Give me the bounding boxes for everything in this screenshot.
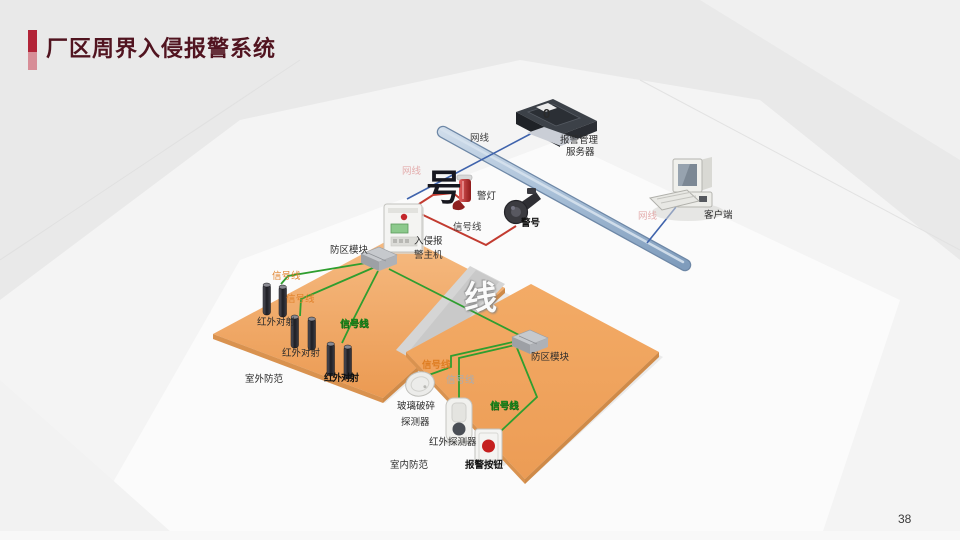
host-label-line1: 入侵报 bbox=[414, 236, 443, 247]
signal-line-label-left-3: 信号线 bbox=[340, 319, 369, 330]
server-label-line2: 服务器 bbox=[566, 147, 595, 158]
server-label-line1: 报警管理 bbox=[560, 135, 599, 146]
zone-module-right-device bbox=[511, 329, 549, 354]
beam-pair-2-label: 红外对射 bbox=[282, 348, 321, 359]
beam-pair-3 bbox=[326, 341, 352, 380]
signal-line-label-horn: 信号线 bbox=[453, 222, 482, 233]
alarm-server-device: 0 bbox=[516, 99, 597, 147]
host-label-line2: 警主机 bbox=[414, 250, 443, 261]
alarm-host-device bbox=[383, 203, 424, 254]
client-pc-device bbox=[648, 157, 724, 221]
panic-button-device bbox=[472, 428, 506, 468]
zone-module-left-label: 防区模块 bbox=[330, 245, 369, 256]
alarm-light-device bbox=[452, 174, 473, 211]
net-cable-label-host: 网线 bbox=[402, 166, 422, 177]
beam-pair-1 bbox=[262, 282, 287, 318]
outdoor-zone-label: 室外防范 bbox=[245, 374, 284, 385]
net-cable-label-client: 网线 bbox=[638, 211, 658, 222]
indoor-zone-label: 室内防范 bbox=[390, 460, 429, 471]
signal-line-label-right-1: 信号线 bbox=[422, 360, 451, 371]
glass-break-label-line1: 玻璃破碎 bbox=[397, 401, 436, 412]
panic-button-label: 报警按钮 bbox=[465, 460, 504, 471]
alarm-horn-label: 警号 bbox=[521, 218, 541, 229]
alarm-wires bbox=[418, 191, 517, 247]
signal-line-label-right-3: 信号线 bbox=[490, 401, 519, 412]
beam-pair-2 bbox=[290, 314, 316, 351]
net-cable-label-server: 网线 bbox=[470, 133, 490, 144]
signal-line-label-left-2: 信号线 bbox=[286, 294, 315, 305]
pir-detector-label: 红外探测器 bbox=[429, 437, 477, 448]
beam-posts bbox=[262, 282, 352, 380]
signal-line-label-right-2: 信号线 bbox=[446, 375, 475, 386]
big-char-xian: 线 bbox=[464, 279, 497, 316]
server-screen-glyph: 0 bbox=[543, 106, 550, 121]
alarm-horn-device bbox=[503, 188, 541, 225]
glass-break-label-line2: 探测器 bbox=[401, 417, 430, 428]
title-accent-bar bbox=[28, 30, 37, 70]
beam-pair-3-label: 红外对射 bbox=[324, 373, 359, 384]
alarm-light-label: 警灯 bbox=[477, 191, 497, 202]
zone-module-right-label: 防区模块 bbox=[531, 352, 570, 363]
glass-break-device bbox=[405, 371, 435, 397]
signal-wires bbox=[280, 247, 539, 432]
big-char-hao: 号 bbox=[426, 167, 463, 208]
signal-line-label-left-1: 信号线 bbox=[272, 271, 301, 282]
network-backbone bbox=[436, 125, 692, 272]
page-title: 厂区周界入侵报警系统 bbox=[46, 36, 277, 61]
zone-module-left-device bbox=[360, 246, 398, 271]
beam-pair-1-label: 红外对射 bbox=[257, 317, 296, 328]
page-number: 38 bbox=[898, 512, 912, 526]
pir-detector-device bbox=[443, 397, 475, 446]
client-label: 客户端 bbox=[704, 210, 733, 221]
